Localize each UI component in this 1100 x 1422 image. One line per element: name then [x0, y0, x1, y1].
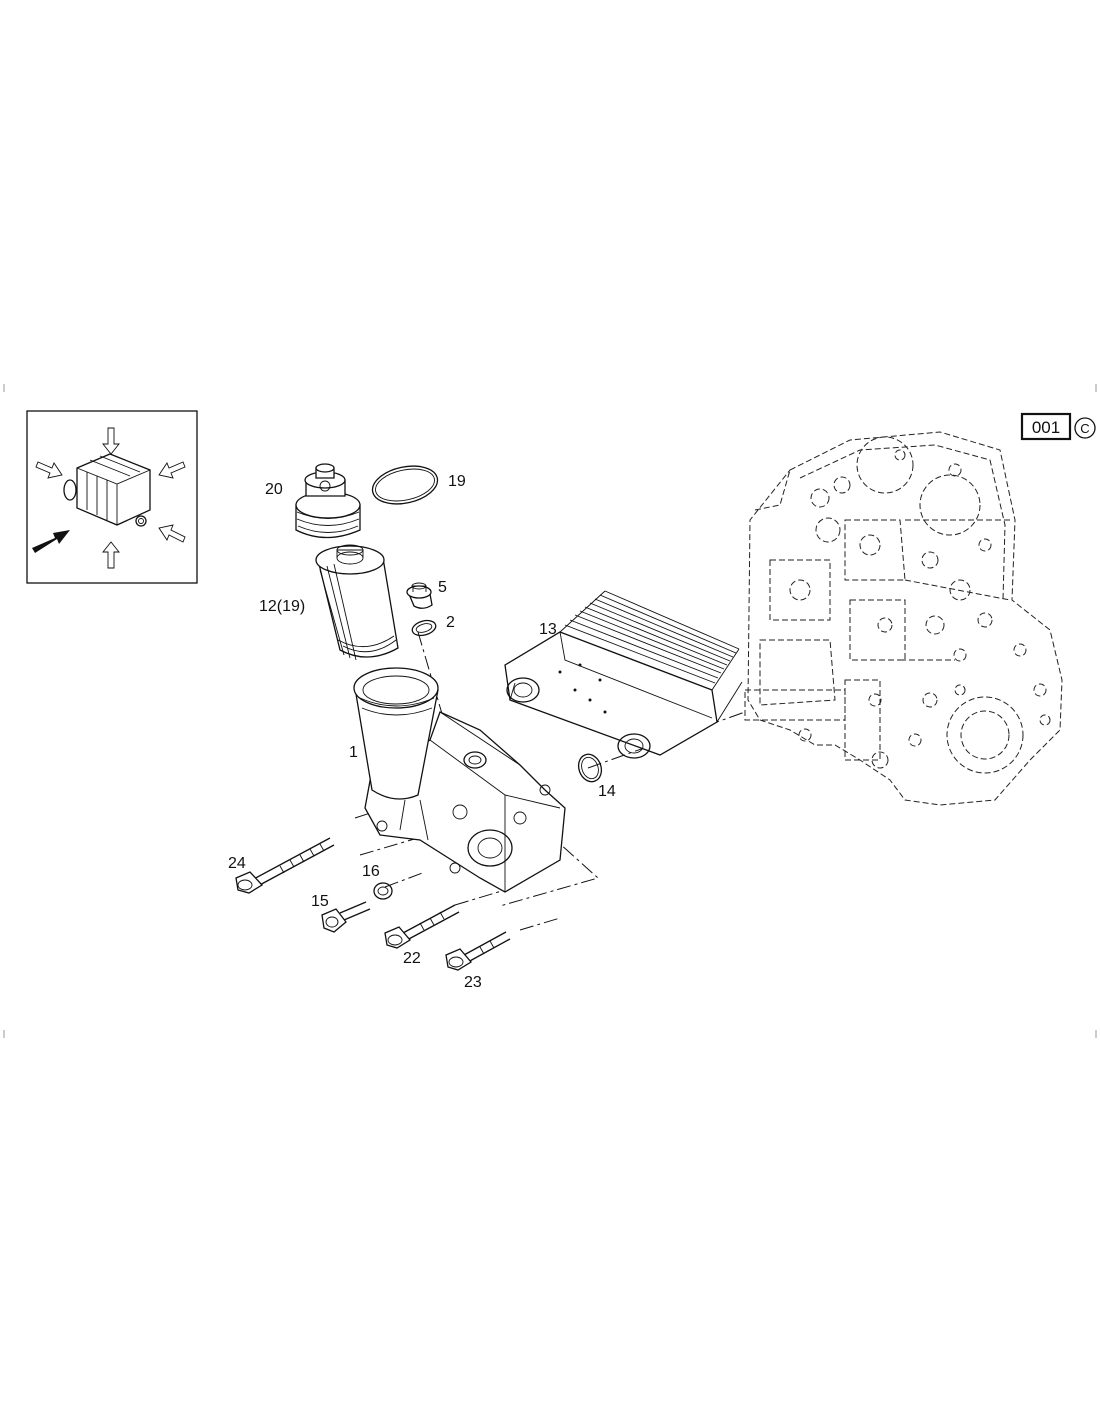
bolt-22-part — [384, 904, 460, 949]
callout-24: 24 — [228, 855, 246, 872]
filter-housing-part — [353, 667, 566, 893]
callout-2: 2 — [446, 614, 455, 631]
copyright-icon — [1074, 417, 1096, 439]
bolt-23-part — [445, 931, 511, 971]
filter-cap-part — [295, 463, 361, 539]
oil-cooler-part — [504, 590, 743, 759]
callout-16: 16 — [362, 863, 380, 880]
bolt-24-part — [235, 837, 335, 894]
callout-15: 15 — [311, 893, 329, 910]
figure-code-box: 001 C — [1020, 412, 1096, 441]
callout-19: 19 — [448, 473, 466, 490]
page-edge-marks — [3, 384, 1097, 1038]
callout-23: 23 — [464, 974, 482, 991]
callout-22: 22 — [403, 950, 421, 967]
callout-5: 5 — [438, 579, 447, 596]
seal-ring-16-part — [373, 882, 393, 900]
callout-20: 20 — [265, 481, 283, 498]
bolt-15-part — [321, 901, 371, 933]
copyright-letter: C — [1080, 421, 1089, 436]
figure-code: 001 — [1032, 418, 1060, 437]
filter-element-part — [315, 544, 399, 661]
o-ring-19-part — [371, 465, 439, 505]
inset-block-icon — [63, 453, 151, 527]
callout-13: 13 — [539, 621, 557, 638]
callout-12: 12(19) — [259, 598, 305, 615]
inset-solid-arrow-icon — [32, 530, 70, 553]
callout-1: 1 — [349, 744, 358, 761]
engine-block-phantom — [744, 431, 1063, 806]
gasket-ring-14-part — [577, 753, 603, 783]
inset-direction-arrows — [35, 427, 186, 569]
callout-14: 14 — [598, 783, 616, 800]
orientation-inset — [26, 410, 198, 584]
plug-part — [406, 582, 433, 609]
seal-ring-2-part — [411, 619, 437, 637]
callout-labels: 1 2 5 12(19) 13 14 15 16 19 20 22 23 24 — [228, 473, 616, 991]
